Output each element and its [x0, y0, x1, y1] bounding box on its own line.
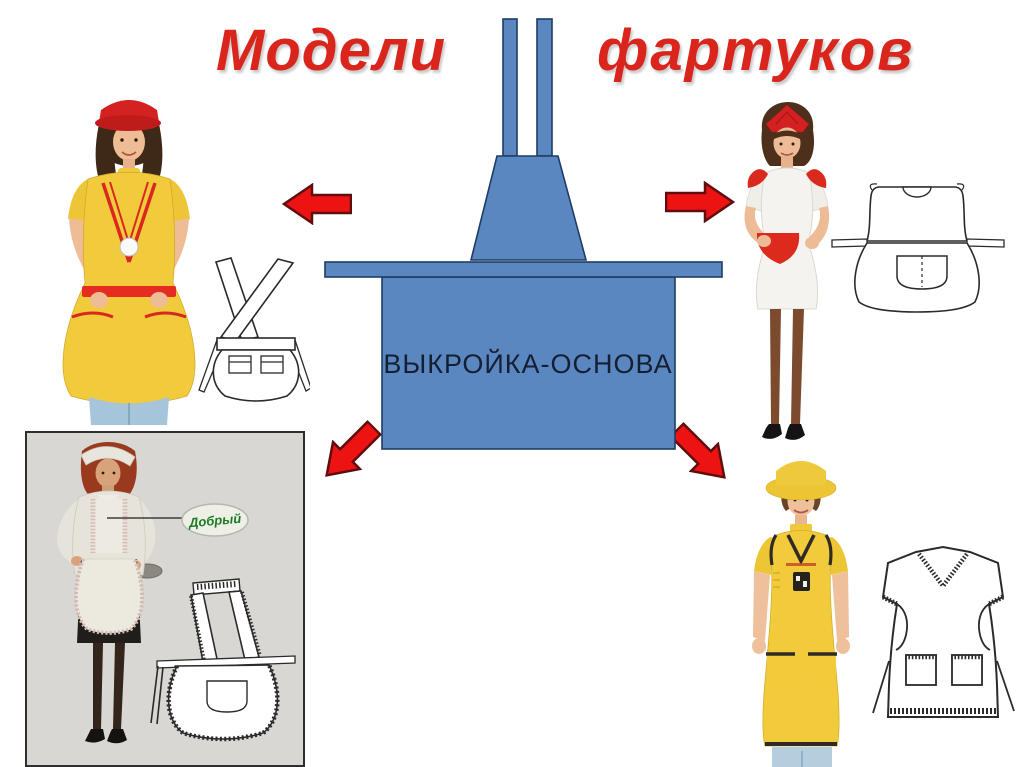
white-headband: [80, 446, 136, 467]
legs: [93, 643, 103, 729]
woman-white-dress: [744, 102, 830, 440]
press-column-left: [502, 18, 518, 157]
pattern-base-label: ВЫКРОЙКА-ОСНОВА: [383, 348, 672, 379]
figure-bottom-right-photo: [752, 461, 1015, 767]
photo-panel: Добрый: [25, 431, 305, 767]
cap-brim: [95, 115, 161, 131]
black-shoes: [85, 729, 105, 743]
arrow-left-icon: [282, 183, 352, 225]
white-badge: [119, 237, 139, 257]
arrow-left-shape: [282, 183, 352, 225]
brand-badge: Добрый: [181, 503, 249, 537]
apron-bib: [95, 499, 123, 553]
black-heels: [762, 424, 782, 439]
pocket: [809, 653, 836, 679]
figure-top-right-photo: [744, 102, 1005, 440]
badge-label: Добрый: [187, 511, 242, 531]
tunic-pattern-sketch: [872, 545, 1015, 718]
pocket: [767, 653, 794, 679]
v-neck-trim: [786, 534, 816, 566]
side-ties: [872, 660, 1015, 714]
legs: [770, 309, 781, 424]
press-table: [324, 261, 723, 278]
yellow-bucket-hat: [776, 461, 826, 485]
woman-white-frilled-apron: [57, 442, 163, 744]
pattern-base-press: ВЫКРОЙКА-ОСНОВА: [324, 18, 723, 450]
face: [95, 458, 121, 488]
apron-skirt: [75, 558, 143, 634]
apron-sketch-crossed-straps: [198, 257, 310, 402]
armhole-trim: [769, 534, 833, 566]
press-funnel: [469, 155, 588, 261]
red-shoulder-frill: [747, 169, 768, 188]
pink-frill-straps: [90, 499, 128, 553]
figure-top-left-photo: [62, 100, 310, 425]
figure-bottom-left-photo: Добрый: [57, 442, 296, 744]
press-column-right: [536, 18, 553, 157]
apron-sketch-bib: [831, 183, 1005, 313]
chest-text-mark: [786, 563, 816, 566]
arrow-right-shape: [665, 181, 735, 223]
face: [113, 123, 145, 161]
apron-sketch-frilled: [150, 578, 296, 742]
red-garrison-cap: [765, 104, 810, 133]
arrow-down-left-icon: [325, 419, 383, 477]
chest-logo: [793, 572, 810, 591]
arrow-right-icon: [665, 181, 735, 223]
arrow-down-left-shape: [325, 419, 383, 477]
slide-title-right: фартуков: [597, 18, 915, 83]
woman-yellow-tunic: [752, 461, 850, 767]
slide-title-left: Модели: [216, 18, 447, 83]
red-belt: [82, 286, 176, 297]
woman-yellow-apron: [62, 100, 196, 425]
pocket-trim: [71, 311, 187, 319]
red-shoulder-frill: [806, 169, 827, 188]
